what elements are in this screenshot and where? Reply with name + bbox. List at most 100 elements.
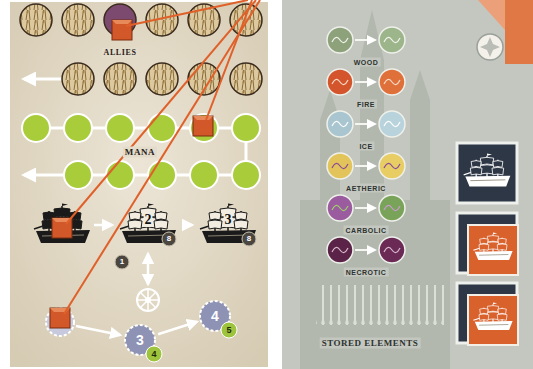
element-converters-part-part [327, 237, 353, 263]
mana-track-part-part [22, 114, 50, 142]
right-board-part [480, 37, 500, 57]
element-converters-part-part [327, 195, 353, 221]
element-converters-part-part [379, 195, 405, 221]
element-converters-part-part [332, 247, 348, 252]
element-converters [327, 27, 405, 263]
element-converters-part-part [384, 79, 400, 84]
element-converters-part-part [379, 111, 405, 137]
element-name: FIRE [355, 100, 377, 109]
allies-track-part-part [146, 63, 178, 95]
coin-disc [242, 232, 256, 246]
ship-cards-part [473, 232, 512, 260]
element-converters-part-part [379, 69, 405, 95]
reward-badge: 4 [151, 350, 156, 359]
element-converters-part-part [327, 111, 353, 137]
element-converters-part-part [332, 163, 348, 168]
ship-picture [200, 204, 256, 244]
mana-track-part-part [148, 161, 176, 189]
element-converters-part-part [332, 121, 348, 126]
ship-cards [457, 143, 518, 345]
mana-track-part-part [190, 161, 218, 189]
wheel-symbol [137, 289, 159, 311]
element-converters-part [327, 27, 405, 53]
leader-line [64, 0, 260, 314]
wheel-symbol-part [137, 289, 159, 311]
element-converters-part-part [379, 153, 405, 179]
ship-picture [120, 204, 176, 244]
player-cube-part-part [112, 20, 132, 24]
ship-cards-part [468, 295, 518, 345]
element-converters-part-part [384, 37, 400, 42]
element-converters-part-part [355, 123, 375, 125]
mana-track [22, 114, 260, 189]
voyage-track-part [76, 326, 120, 335]
allies-track-part-part [62, 4, 94, 36]
element-converters-part [327, 111, 405, 137]
voyage-track [46, 308, 120, 336]
mana-track-part-part [148, 114, 176, 142]
allies-track-part-part [62, 63, 94, 95]
element-converters-part-part [384, 247, 400, 252]
element-converters-part [327, 237, 405, 263]
element-name: WOOD [352, 58, 381, 67]
player-cube-part [193, 116, 213, 136]
allies-track-part-part [104, 63, 136, 95]
element-converters-part-part [332, 79, 348, 84]
right-board-part [478, 0, 505, 30]
element-converters-part-part [384, 205, 400, 210]
coin-disc [162, 232, 176, 246]
allies-track-part-part [20, 4, 52, 36]
element-converters-part-part [379, 27, 405, 53]
right-board-part [505, 0, 533, 64]
player-cube-part-part [112, 20, 132, 40]
voyage-track-part [46, 308, 74, 336]
mana-track-part-part [232, 161, 260, 189]
leader-line-part [206, 0, 252, 120]
player-cube [50, 20, 213, 328]
mana-track-part [22, 114, 260, 189]
allies-track-part-part [230, 4, 262, 36]
element-converters-part-part [327, 69, 353, 95]
ship-track-part [115, 255, 129, 269]
right-board-part [282, 0, 533, 369]
track-arrow [184, 224, 192, 227]
right-board-part [316, 285, 444, 325]
coin-value: 8 [167, 235, 171, 243]
element-name: NECROTIC [344, 268, 389, 277]
ship-cards-part [468, 225, 518, 275]
element-converters-part-part [327, 27, 353, 53]
mana-track-part-part [64, 114, 92, 142]
ship-number: 2 [144, 213, 153, 227]
element-converters-part-part [355, 207, 375, 209]
element-name: AETHERIC [344, 184, 388, 193]
ship-track-part [147, 254, 150, 284]
wheel-symbol-part [137, 289, 159, 311]
reward-badge: 5 [226, 326, 231, 335]
voyage-space: 34 [123, 323, 163, 363]
player-cube-part-part [193, 116, 213, 136]
mana-track-part-part [190, 114, 218, 142]
element-converters-part [327, 195, 405, 221]
allies-track-part [24, 78, 62, 81]
element-converters-part-part [327, 153, 353, 179]
ship-cards-part [457, 143, 517, 203]
ship-number: 3 [224, 213, 233, 227]
right-board-part [477, 34, 503, 60]
mana-track-part-part [106, 161, 134, 189]
panel-title: STORED ELEMENTS [320, 338, 421, 349]
coin-value: 1 [120, 258, 124, 266]
track-arrow [158, 322, 197, 334]
element-converters-part-part [332, 205, 348, 210]
allies-track-part [20, 4, 262, 36]
mana-track-part-part [64, 161, 92, 189]
element-converters-part-part [379, 237, 405, 263]
voyage-space: 45 [198, 299, 238, 339]
player-cube-part-part [193, 116, 213, 120]
track-title: MANA [123, 147, 157, 158]
element-name: ICE [357, 142, 374, 151]
player-cube-part [112, 20, 132, 40]
allies-track-part-part [230, 63, 262, 95]
element-converters-part-part [384, 163, 400, 168]
right-board [282, 0, 533, 369]
